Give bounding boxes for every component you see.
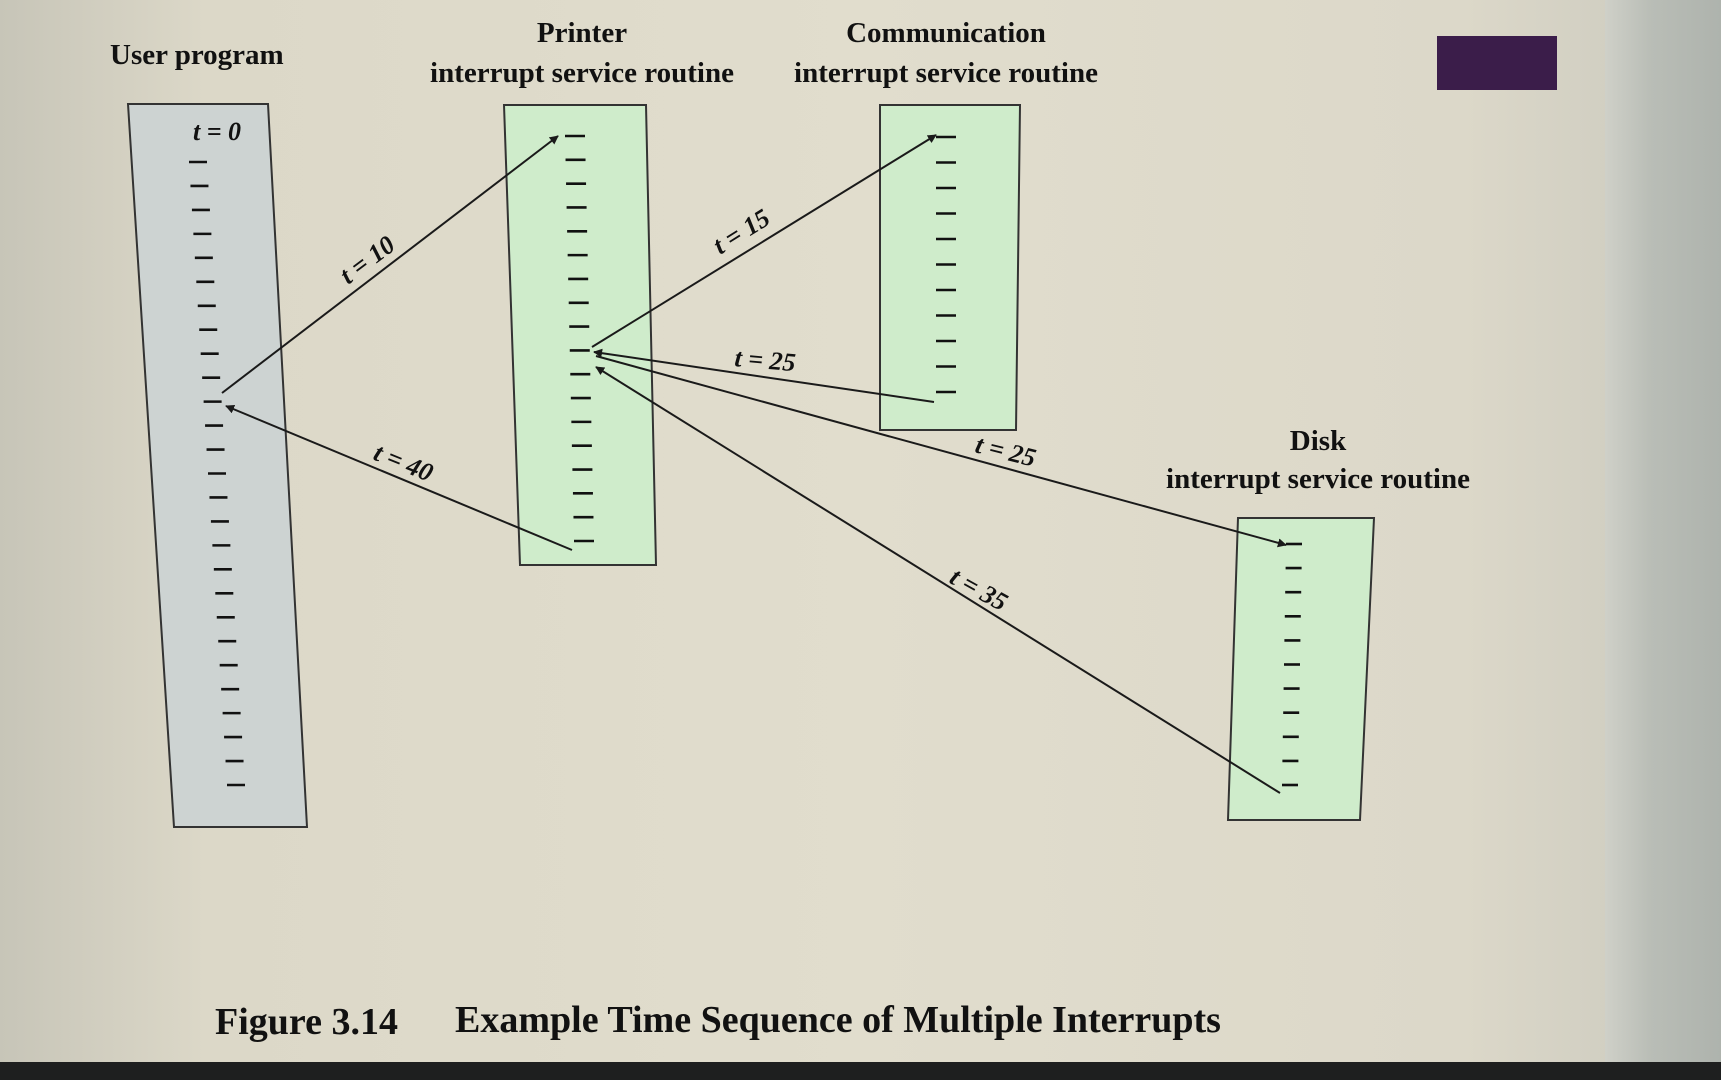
t15-label: t = 15	[708, 203, 775, 260]
arrow-t25-to-disk	[595, 355, 1287, 548]
disk-isr-ticks	[1282, 542, 1302, 787]
user-program-ticks	[189, 160, 245, 787]
arrow-t25-comm-return	[593, 348, 935, 403]
user-program-label: User program	[110, 39, 284, 71]
communication-isr-ticks	[936, 135, 956, 394]
printer-label-line1: Printer	[537, 17, 627, 49]
printer-isr-ticks	[565, 134, 594, 543]
slide-badge	[1437, 36, 1557, 90]
printer-isr-box	[502, 104, 658, 566]
monitor-bezel-right	[1605, 0, 1721, 1080]
disk-label-line1: Disk	[1290, 425, 1347, 457]
t0-label: t = 0	[193, 117, 241, 146]
arrow-t10	[221, 135, 559, 394]
communication-isr-box	[879, 104, 1022, 431]
arrow-t35-disk-return	[595, 366, 1281, 794]
monitor-bezel-bottom	[0, 1062, 1721, 1080]
figure-number: Figure 3.14	[215, 1001, 398, 1043]
printer-label-line2: interrupt service routine	[430, 57, 734, 89]
t25-comm-label: t = 25	[733, 343, 796, 377]
figure-title: Example Time Sequence of Multiple Interr…	[455, 999, 1221, 1041]
arrow-t15	[591, 134, 937, 348]
t25-disk-label: t = 25	[973, 430, 1039, 473]
communication-label-line2: interrupt service routine	[794, 57, 1098, 89]
arrow-t40	[225, 404, 573, 551]
user-program-box	[126, 103, 309, 828]
communication-label-line1: Communication	[846, 17, 1046, 49]
disk-isr-box	[1226, 517, 1376, 821]
disk-label-line2: interrupt service routine	[1166, 463, 1470, 495]
t35-label: t = 35	[945, 562, 1012, 617]
